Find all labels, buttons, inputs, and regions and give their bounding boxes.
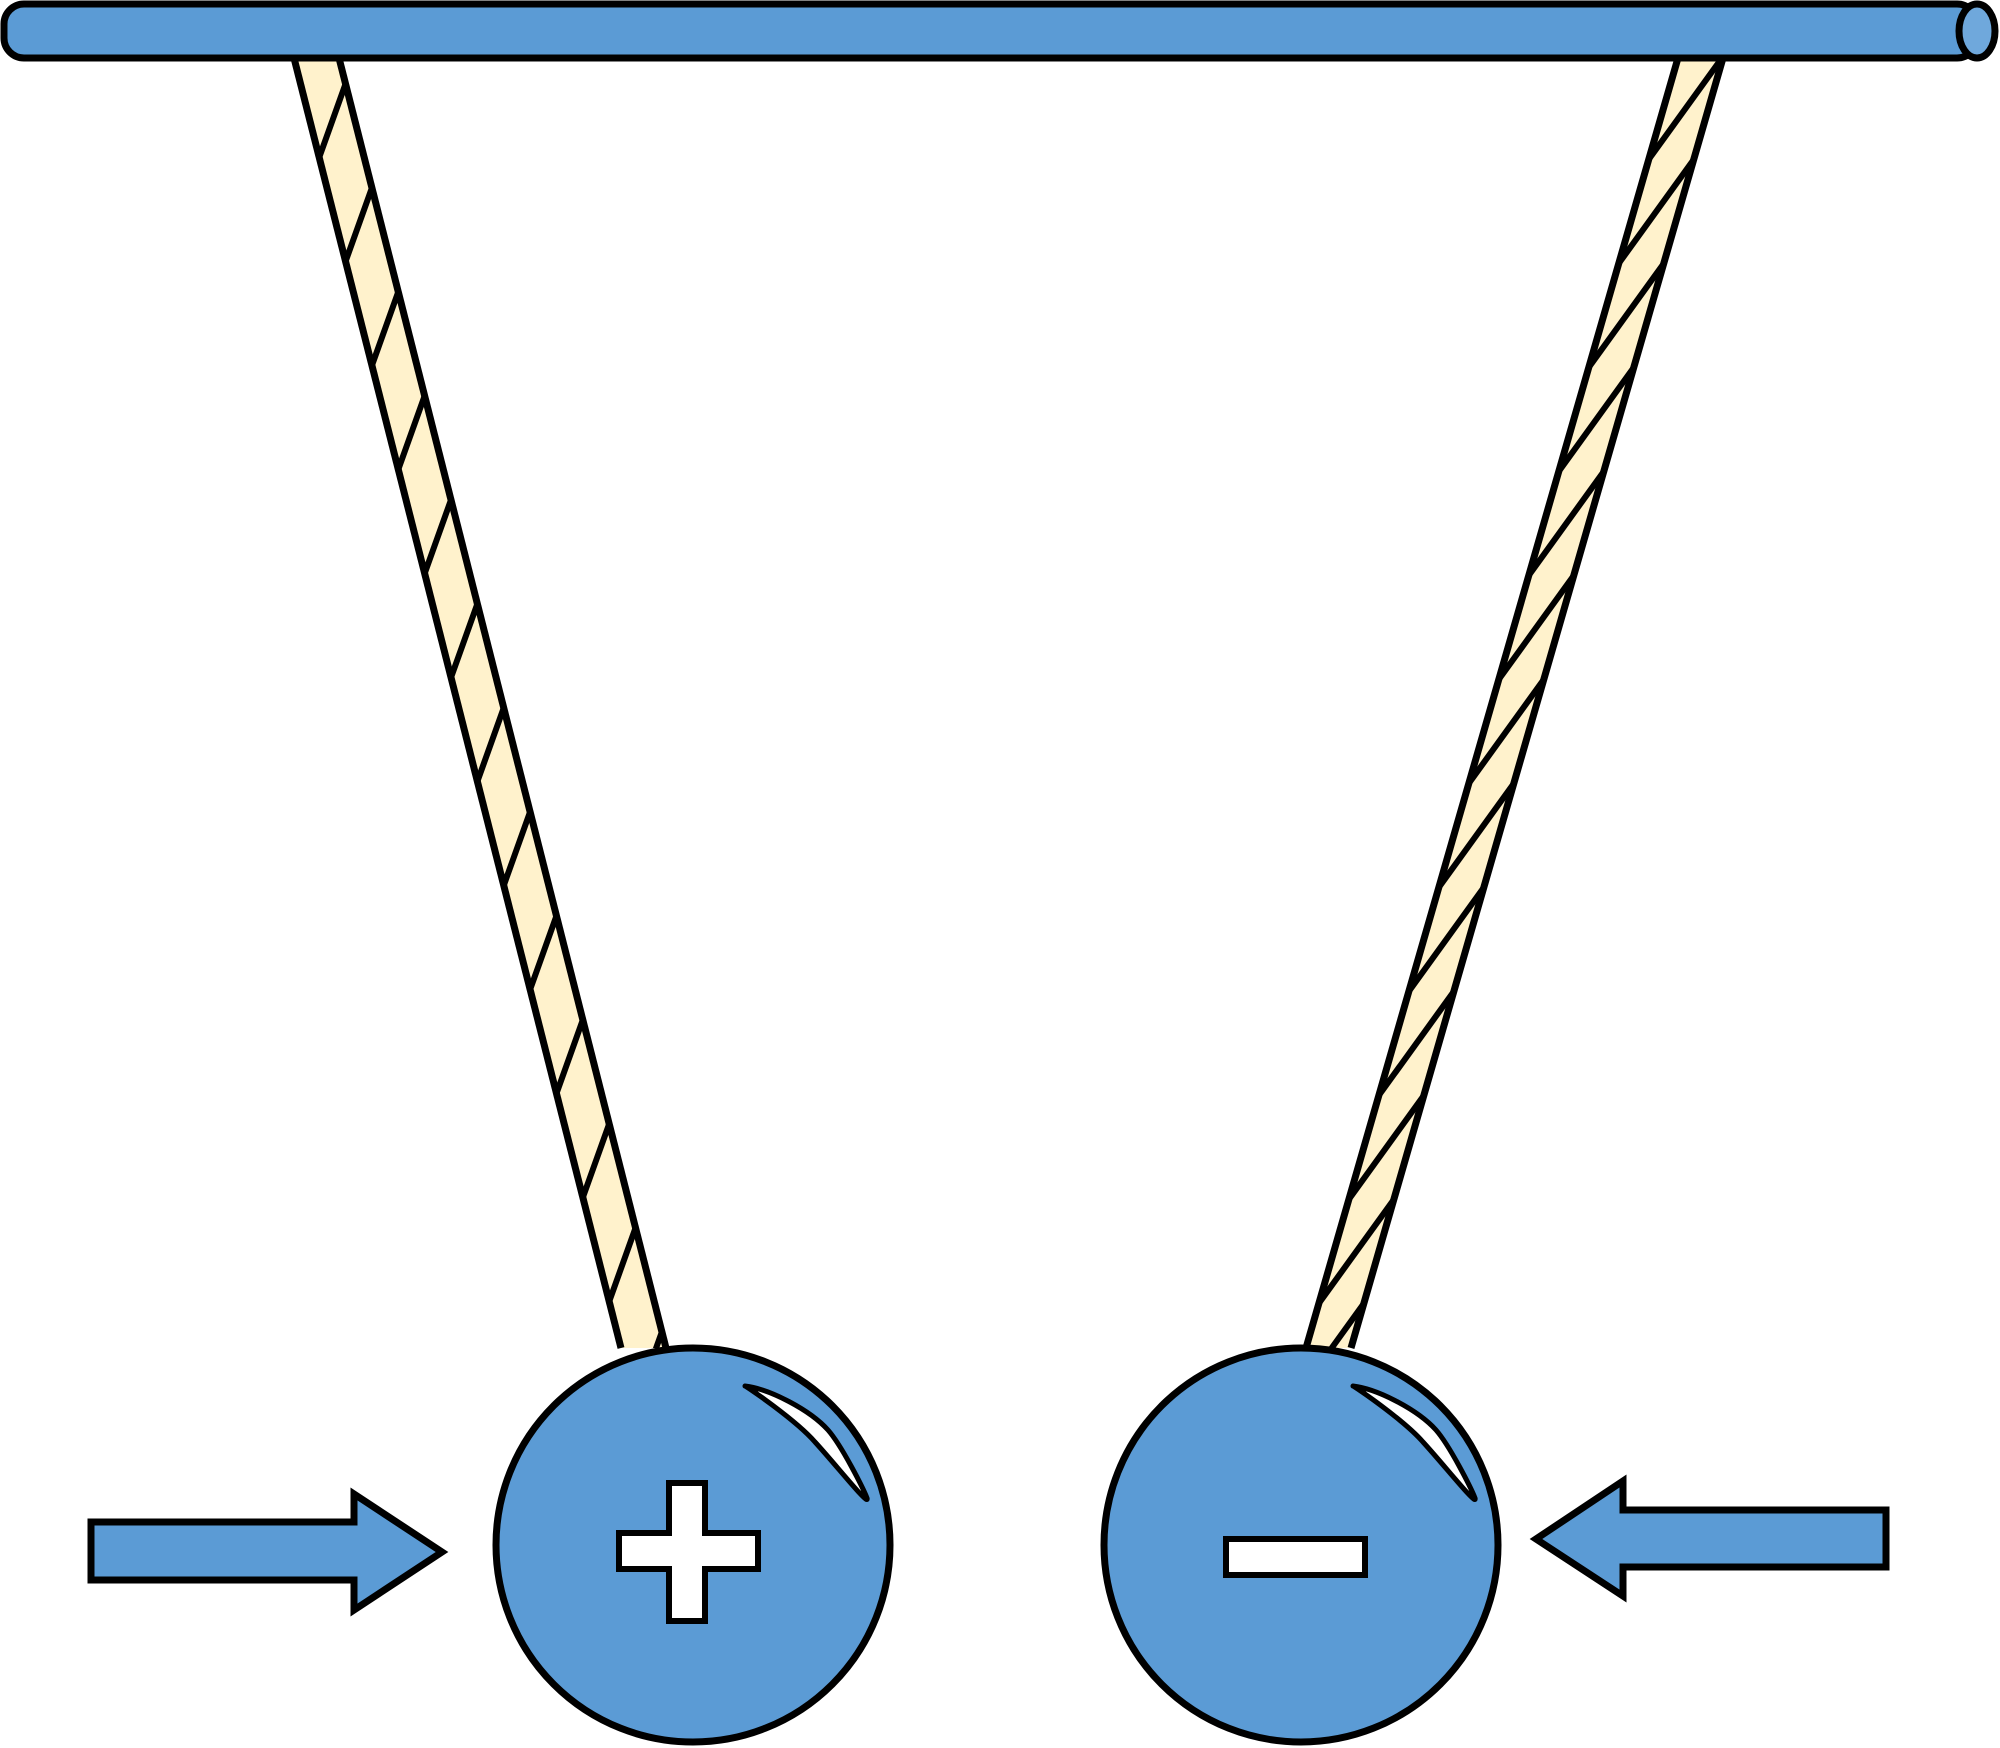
plus-sign-icon — [616, 1480, 761, 1624]
thread-stripe — [1463, 666, 1555, 790]
thread-stripe — [1306, 1290, 1375, 1348]
ball-highlight-icon — [742, 1383, 870, 1503]
thread-stripe — [1523, 458, 1615, 582]
thread-stripe — [1553, 354, 1645, 478]
thread-stripe — [1343, 1082, 1435, 1206]
positive-ball — [492, 1344, 894, 1746]
thread-stripe — [1493, 562, 1585, 686]
negative-ball — [1100, 1344, 1502, 1746]
thread-stripe — [1613, 146, 1705, 270]
thread-stripe — [1433, 770, 1525, 894]
support-rod — [0, 0, 1999, 62]
minus-sign-icon — [1223, 1536, 1368, 1578]
arrow-right-icon — [87, 1487, 449, 1617]
ball-highlight-icon — [1350, 1383, 1478, 1503]
thread-stripe — [1583, 250, 1675, 374]
left-thread — [290, 57, 670, 1349]
rod-end-cap — [1955, 0, 1999, 62]
right-thread-stripes — [1306, 58, 1723, 1348]
arrow-left-icon — [1529, 1474, 1890, 1603]
thread-stripe — [1373, 978, 1465, 1102]
thread-stripe — [1403, 874, 1495, 998]
thread-stripe — [1313, 1186, 1405, 1310]
right-thread — [1302, 57, 1727, 1349]
thread-stripe — [1642, 58, 1723, 166]
